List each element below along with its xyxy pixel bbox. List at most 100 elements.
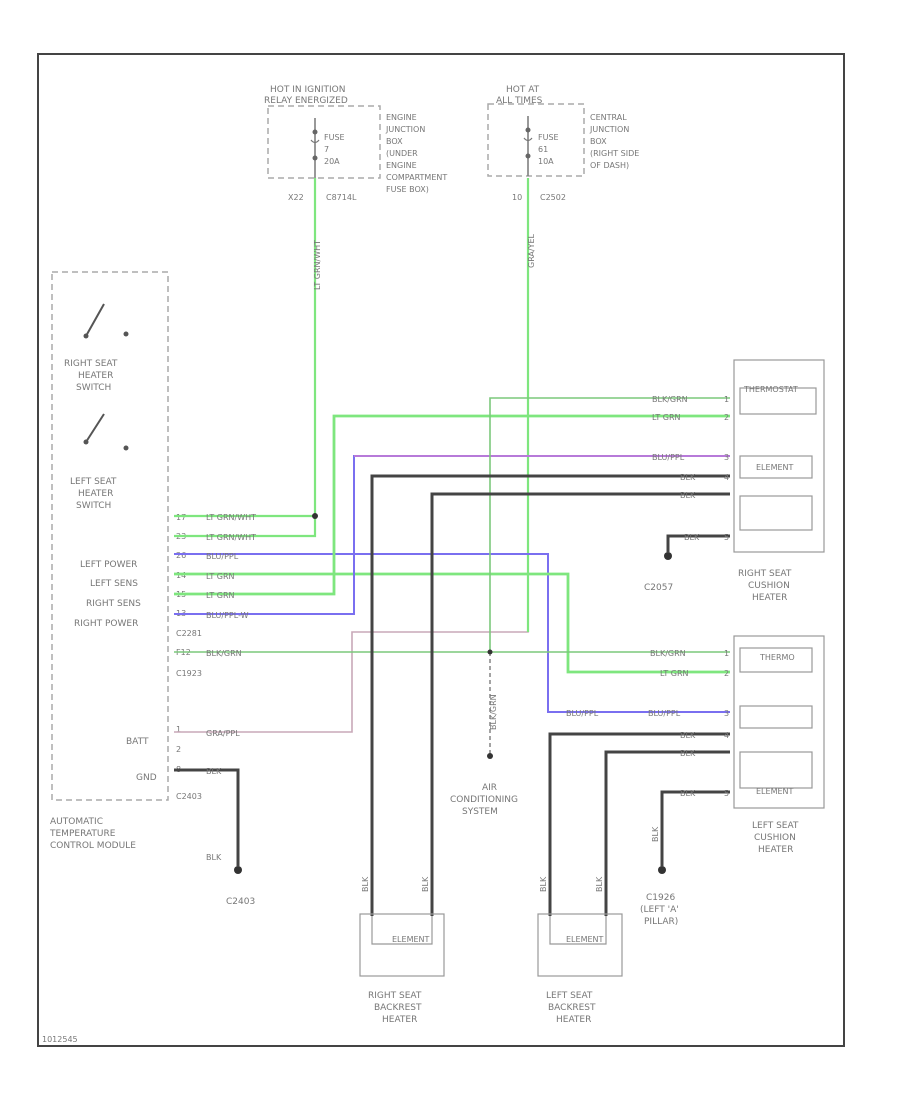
wire-blk-right-2 bbox=[430, 492, 730, 916]
fuse-right-terminal-icon bbox=[525, 127, 531, 133]
right-thermostat-label: THERMOSTAT bbox=[743, 385, 798, 394]
ac-label-1: AIR bbox=[482, 783, 497, 793]
fuse-left-terminal-icon bbox=[312, 129, 318, 135]
rc-pin-2: 2 bbox=[724, 413, 729, 422]
left-thermostat-label: THERMO bbox=[759, 653, 795, 662]
right-cushion-heater: THERMOSTAT ELEMENT BLK/GRN LT GRN BLU/PP… bbox=[644, 359, 825, 603]
fuse-right-desc-1: CENTRAL bbox=[590, 113, 627, 122]
lc-wire-3: BLU/PPL bbox=[566, 709, 599, 718]
left-switch-label-1: LEFT SEAT bbox=[70, 477, 117, 487]
diagram-frame bbox=[37, 53, 845, 1047]
wire-blk-left-1 bbox=[548, 732, 730, 916]
wire-labels: LT GRN/WHT LT GRN/WHT BLU/PPL LT GRN LT … bbox=[206, 233, 660, 892]
wire-blk-gnd-left bbox=[660, 790, 730, 866]
left-cushion-heater: THERMO ELEMENT BLK/GRN LT GRN BLU/PPL BL… bbox=[566, 635, 825, 927]
signal-batt: BATT bbox=[126, 737, 149, 747]
fuse-left-fuse-1: FUSE bbox=[324, 133, 345, 142]
right-backrest-name-3: HEATER bbox=[382, 1015, 417, 1025]
wire-blk-right-1 bbox=[370, 474, 730, 916]
fuse-right-desc-3: BOX bbox=[590, 137, 607, 146]
connector-c2281: C2281 bbox=[176, 629, 202, 638]
rc-pin-4: 4 bbox=[724, 473, 729, 482]
rc-wire-5: BLK bbox=[680, 491, 696, 500]
signal-right-power: RIGHT POWER bbox=[74, 619, 138, 629]
fuse-left-header-2: RELAY ENERGIZED bbox=[264, 96, 348, 106]
lc-wire-2: LT GRN bbox=[660, 669, 689, 678]
wire-label-3: BLU/PPL bbox=[206, 552, 239, 561]
rc-pin-3: 3 bbox=[724, 453, 729, 462]
wire-label-2: LT GRN/WHT bbox=[206, 533, 256, 542]
wire-lt-grn-wht-1 bbox=[174, 178, 317, 518]
rc-wire-3: BLU/PPL bbox=[652, 453, 685, 462]
left-cushion-name-3: HEATER bbox=[758, 845, 793, 855]
fuse-right-pin: 10 bbox=[512, 193, 522, 202]
left-element: ELEMENT bbox=[756, 787, 794, 796]
module-pin-4: 14 bbox=[176, 571, 186, 580]
fuse-right-fuse-3: 10A bbox=[538, 157, 554, 166]
wire-label-lb-a: BLK bbox=[539, 876, 548, 892]
fuse-left-desc-7: FUSE BOX) bbox=[386, 185, 429, 194]
right-switch-label-2: HEATER bbox=[78, 371, 113, 381]
lc-wire-4: BLK bbox=[680, 731, 696, 740]
left-cushion-name-2: CUSHION bbox=[754, 833, 796, 843]
wire-label-ac: BLK/GRN bbox=[489, 694, 498, 730]
lc-wire-1: BLK/GRN bbox=[650, 649, 686, 658]
fuse-right-connector: C2502 bbox=[540, 193, 566, 202]
lc-wire-3b: BLU/PPL bbox=[648, 709, 681, 718]
rc-wire-6: BLK bbox=[684, 533, 700, 542]
wire-label-fuse-right: GRA/YEL bbox=[527, 233, 536, 268]
lc-pin-2: 2 bbox=[724, 669, 729, 678]
fuse-right-desc-5: OF DASH) bbox=[590, 161, 629, 170]
fuse-left-block: HOT IN IGNITION RELAY ENERGIZED FUSE 7 2… bbox=[264, 85, 447, 202]
right-cushion-name-3: HEATER bbox=[752, 593, 787, 603]
module-pin-8: 1 bbox=[176, 725, 181, 734]
fuse-right-desc-2: JUNCTION bbox=[589, 125, 629, 134]
figure-id: 1012545 bbox=[42, 1035, 78, 1044]
right-switch-label-1: RIGHT SEAT bbox=[64, 359, 118, 369]
wire-lt-grn-right bbox=[174, 414, 730, 596]
connector-c2403: C2403 bbox=[176, 792, 202, 801]
module-name-2: TEMPERATURE bbox=[49, 829, 116, 839]
wire-blk-gnd-module bbox=[174, 768, 240, 866]
wire-label-gnd-left: BLK bbox=[651, 826, 660, 842]
ground-c1926-icon bbox=[658, 866, 666, 874]
wire-label-rb-a: BLK bbox=[361, 876, 370, 892]
fuse-right-fuse-2: 61 bbox=[538, 145, 548, 154]
module-name-3: CONTROL MODULE bbox=[50, 841, 136, 851]
rc-wire-2: LT GRN bbox=[652, 413, 681, 422]
wire-blu-ppl-left bbox=[174, 553, 730, 713]
wire-lt-grn-wht-2 bbox=[174, 516, 317, 538]
rc-wire-4: BLK bbox=[680, 473, 696, 482]
fuse-left-desc-5: ENGINE bbox=[386, 161, 417, 170]
wire-label-9: BLK bbox=[206, 767, 222, 776]
wires bbox=[174, 178, 730, 916]
temperature-control-module: RIGHT SEAT HEATER SWITCH LEFT SEAT HEATE… bbox=[49, 271, 202, 851]
fuse-left-header-1: HOT IN IGNITION bbox=[270, 85, 345, 95]
wire-label-6: BLU/PPL-W bbox=[206, 611, 249, 620]
fuse-right-icon bbox=[523, 137, 533, 142]
right-backrest-element: ELEMENT bbox=[392, 935, 430, 944]
fuse-left-desc-2: JUNCTION bbox=[385, 125, 425, 134]
ground-c2057-icon bbox=[664, 552, 672, 560]
ground-c2403-icon bbox=[234, 866, 242, 874]
wire-label-4: LT GRN bbox=[206, 572, 235, 581]
fuse-left-fuse-3: 20A bbox=[324, 157, 340, 166]
left-switch-label-3: SWITCH bbox=[76, 501, 111, 511]
wire-label-lb-b: BLK bbox=[595, 876, 604, 892]
lc-pin-5: 5 bbox=[724, 789, 729, 798]
fuse-right-header-1: HOT AT bbox=[506, 85, 540, 95]
fuse-left-pin: X22 bbox=[288, 193, 304, 202]
wire-blk-left-2 bbox=[604, 750, 730, 916]
left-backrest-name-3: HEATER bbox=[556, 1015, 591, 1025]
left-backrest-heater: ELEMENT LEFT SEAT BACKREST HEATER bbox=[537, 913, 623, 1025]
ground-c2403-label: C2403 bbox=[226, 897, 255, 907]
lc-wire-5: BLK bbox=[680, 749, 696, 758]
ac-label-3: SYSTEM bbox=[462, 807, 498, 817]
left-switch-icon bbox=[85, 413, 105, 443]
module-pin-9: 2 bbox=[176, 745, 181, 754]
module-pin-1: 17 bbox=[176, 513, 186, 522]
ground-c1926-label-3: PILLAR) bbox=[644, 917, 678, 927]
wire-label-1: LT GRN/WHT bbox=[206, 513, 256, 522]
right-backrest-name-2: BACKREST bbox=[374, 1003, 422, 1013]
